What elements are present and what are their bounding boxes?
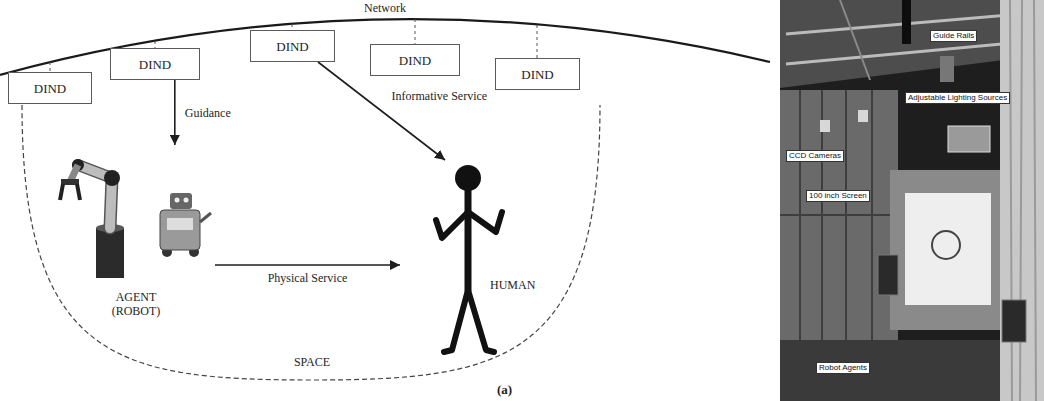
photo-callout: CCD Cameras: [786, 150, 844, 162]
robot-arm: [60, 159, 124, 278]
arrow-connector: [318, 62, 445, 160]
photo-ground: [780, 0, 1044, 401]
human-body: [465, 190, 472, 290]
robot-agent: [878, 255, 898, 295]
space-outline-path: [22, 105, 600, 380]
dind-box: DIND: [370, 44, 460, 76]
photo-floor: [780, 340, 1000, 401]
node-title: DIND: [276, 39, 309, 54]
human-figure-drawing: [436, 165, 502, 352]
ccd-camera: [820, 120, 830, 132]
photo-callout: Adjustable Lighting Sources: [905, 92, 1010, 104]
node-label: SPACE: [20, 355, 604, 369]
node-title: DIND: [521, 67, 554, 82]
lighting-source: [940, 56, 954, 82]
network-link: [292, 24, 293, 30]
ccd-camera: [858, 110, 868, 122]
network-link: [415, 19, 416, 44]
network-link: [50, 62, 51, 72]
robot-head: [170, 193, 192, 209]
gripper-fingers: [60, 184, 80, 200]
hanging-camera: [902, 0, 911, 44]
connector-label: Guidance: [183, 106, 233, 120]
dind-box: DIND: [495, 58, 580, 90]
gripper-mount: [61, 179, 79, 185]
screen-logo: [932, 231, 960, 259]
photo-callout: Guide Rails: [930, 30, 977, 42]
arm-base: [96, 228, 124, 278]
cabinet-wall: [780, 90, 898, 340]
arm-joint: [104, 170, 120, 186]
node-title: DIND: [399, 53, 432, 68]
curtain-fold: [1034, 0, 1036, 401]
human-leg: [468, 290, 494, 352]
room-photo: [780, 0, 1044, 401]
network-links: [50, 19, 537, 72]
space-region: SPACE AGENT (ROBOT) HUMAN: [20, 100, 608, 390]
robot-panel: [167, 218, 193, 230]
robot-eye: [184, 198, 189, 203]
node-label: HUMAN: [490, 278, 535, 292]
network-link: [537, 25, 538, 58]
space-outline: [20, 100, 604, 390]
node-label: AGENT (ROBOT): [100, 290, 172, 318]
curtain: [1000, 0, 1044, 401]
dind-box: DIND: [110, 48, 200, 80]
connector-label: Physical Service: [266, 271, 350, 285]
arrow-connector: [174, 80, 176, 145]
network-link: [155, 41, 156, 48]
ceiling-beam: [840, 0, 870, 80]
human-leg: [444, 290, 468, 352]
photo-callout: 100 inch Screen: [806, 190, 870, 202]
projection-screen: [905, 193, 991, 305]
node-title: DIND: [139, 57, 172, 72]
cabinet-edge: [780, 214, 898, 216]
cabinet-doors: [780, 90, 898, 340]
agent-figure: AGENT (ROBOT): [55, 145, 215, 325]
node-title: DIND: [34, 81, 67, 96]
robot-eye: [175, 198, 180, 203]
arrow-connector: [215, 264, 400, 266]
human-figure: HUMAN: [400, 160, 550, 372]
photo-callout: Robot Agents: [816, 362, 870, 374]
connector-label: Informative Service: [390, 89, 490, 103]
dind-box: DIND: [250, 30, 335, 62]
mobile-robot: [160, 193, 211, 257]
robot-agent: [1002, 300, 1026, 342]
human-arm: [468, 212, 502, 232]
network-label: Network: [364, 1, 406, 15]
network-arc: [0, 19, 770, 75]
human-arm: [436, 212, 468, 238]
subfigure-label: (a): [497, 382, 512, 397]
robot-arm-stub: [200, 213, 211, 222]
screen-frame: [890, 170, 1000, 330]
robot-body: [160, 210, 200, 250]
dind-box: DIND: [8, 72, 92, 104]
lighting-source: [948, 126, 990, 152]
